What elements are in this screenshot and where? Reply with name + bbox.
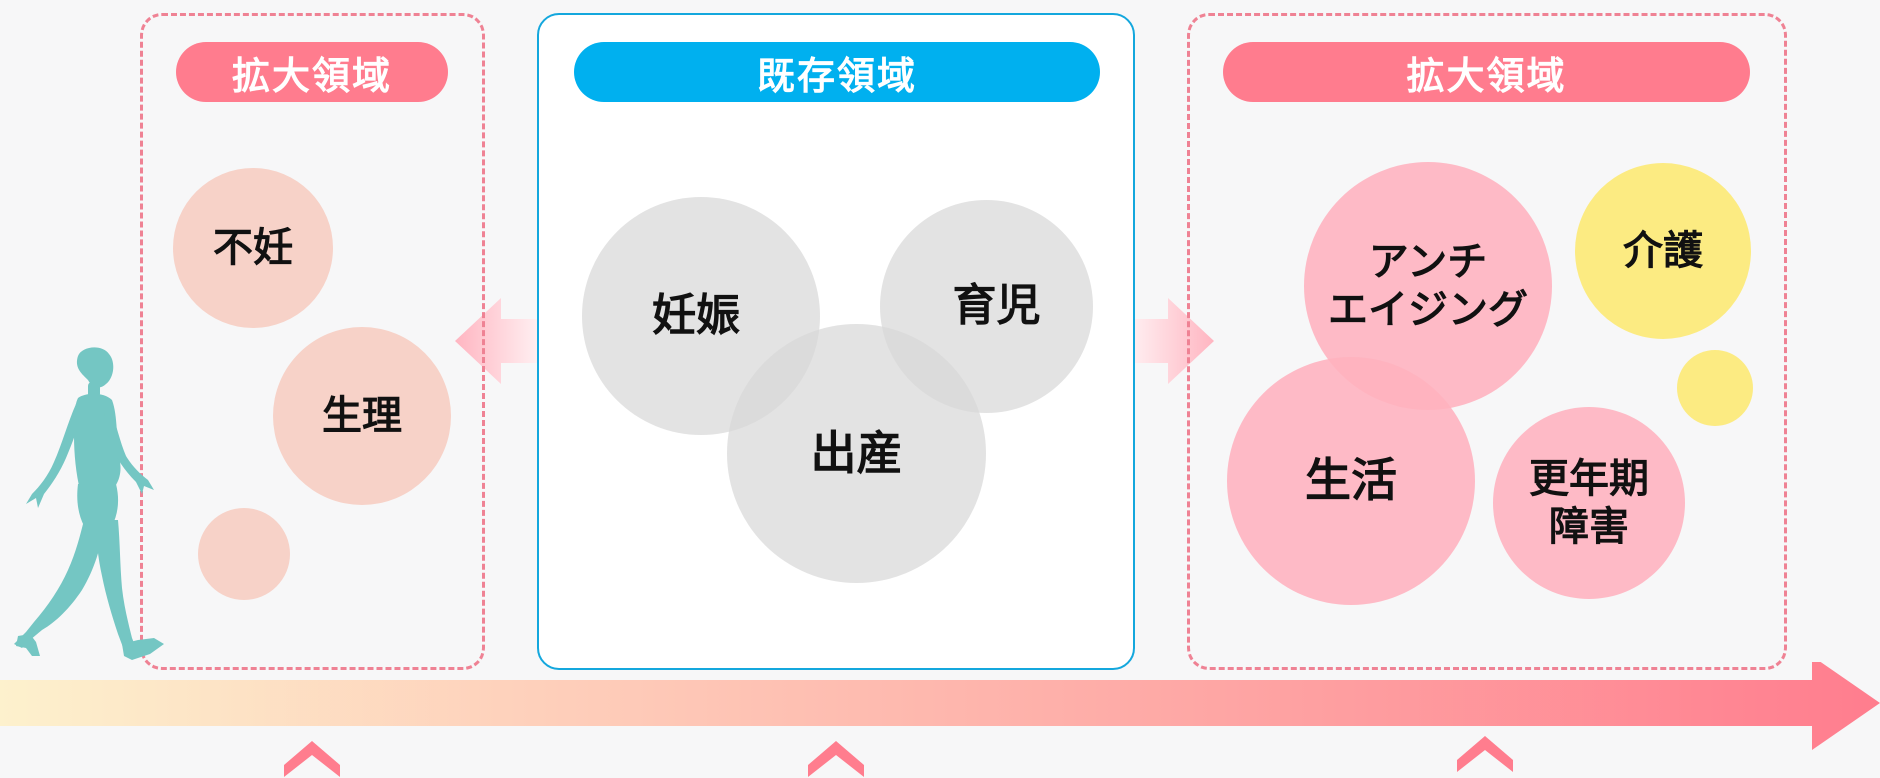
timeline-arrow-icon: [0, 662, 1880, 750]
chevron-up-icon: [284, 741, 340, 777]
circle-nursing-care: 介護: [1575, 163, 1751, 339]
circle-fertility: 不妊: [173, 168, 333, 328]
arrow-right-icon: [1130, 298, 1214, 384]
center-panel-title: 既存領域: [574, 42, 1100, 102]
circle-menstruation: 生理: [273, 327, 451, 505]
circle-pregnancy: 妊娠: [582, 197, 820, 435]
circle-small-peach: [198, 508, 290, 600]
left-expansion-panel: [140, 13, 485, 670]
chevron-up-icon: [808, 741, 864, 777]
left-panel-title: 拡大領域: [176, 42, 448, 102]
right-expansion-panel: [1187, 13, 1787, 670]
circle-menopause: 更年期 障害: [1493, 407, 1685, 599]
right-panel-title: 拡大領域: [1223, 42, 1750, 102]
circle-childbirth: 出産: [727, 324, 986, 583]
circle-life: 生活: [1227, 357, 1475, 605]
walking-woman-icon: [14, 347, 164, 660]
arrow-left-icon: [455, 298, 539, 384]
circle-small-yellow: [1677, 350, 1753, 426]
chevron-up-icon: [1457, 736, 1513, 772]
